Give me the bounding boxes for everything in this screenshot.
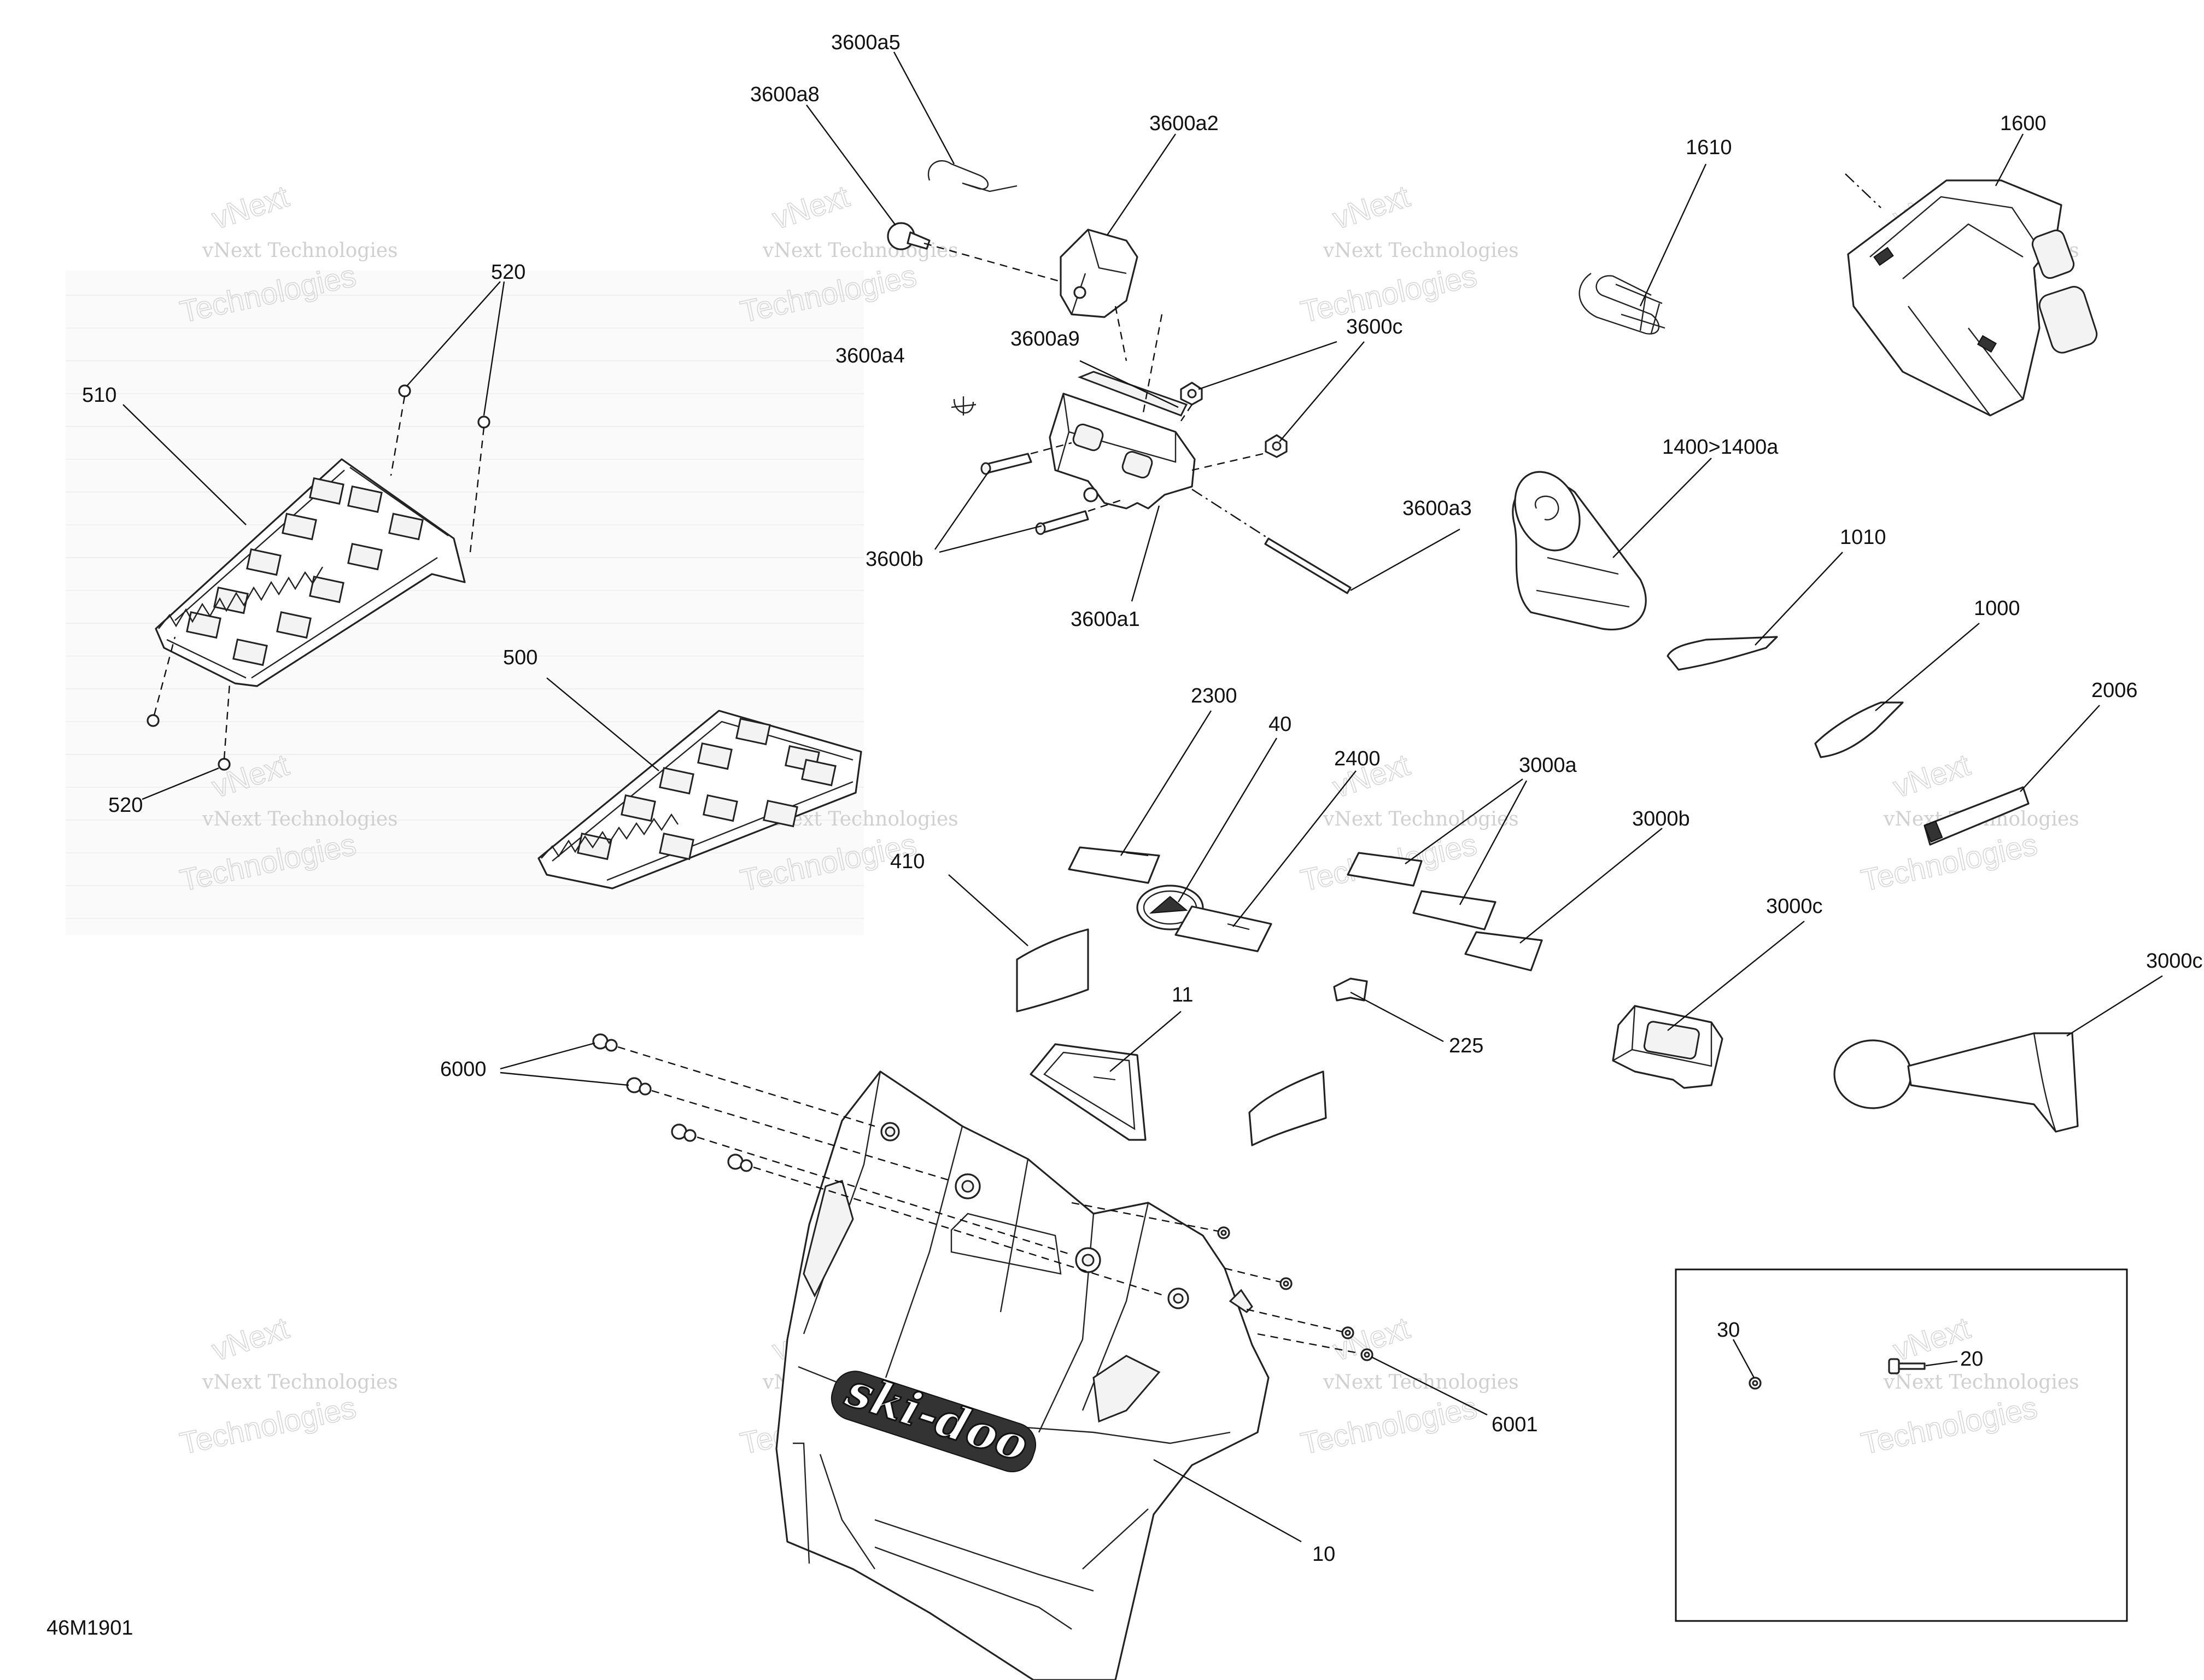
label-500: 500 [503, 646, 537, 669]
label-1400: 1400>1400a [1662, 436, 1779, 459]
label-3600b: 3600b [866, 548, 923, 571]
hood-10[interactable]: ski-doo [775, 1070, 1270, 1680]
decal-11[interactable] [1030, 1043, 1147, 1141]
label-3000a: 3000a [1519, 754, 1577, 777]
label-20: 20 [1960, 1348, 1983, 1371]
label-3600a3: 3600a3 [1402, 497, 1472, 520]
watermark-text: Technologies [1298, 1390, 1480, 1461]
label-1600: 1600 [2000, 112, 2047, 135]
label-6001: 6001 [1492, 1413, 1538, 1436]
label-3600a2: 3600a2 [1149, 112, 1219, 135]
label-3000b: 3000b [1632, 807, 1690, 830]
watermark-text: vNext Technologies [202, 808, 398, 830]
label-3600a1: 3600a1 [1071, 608, 1140, 631]
decal-2400[interactable] [1174, 905, 1272, 952]
diagram-code: 46M1901 [46, 1617, 133, 1640]
screw-20[interactable] [1888, 1358, 1926, 1374]
label-1610: 1610 [1686, 136, 1732, 159]
decal-1010[interactable] [1667, 636, 1778, 671]
label-30: 30 [1717, 1319, 1740, 1342]
label-520-top: 520 [491, 261, 525, 284]
label-3000c-1: 3000c [1766, 895, 1823, 918]
label-510: 510 [82, 384, 116, 407]
watermark-text: vNext [1889, 747, 1974, 804]
label-2400: 2400 [1334, 747, 1381, 770]
watermark-text: vNext Technologies [202, 1371, 398, 1394]
decal-3000b[interactable] [1464, 931, 1543, 971]
hinge-assembly-3600[interactable] [887, 160, 1352, 594]
decal-plain[interactable] [1248, 1070, 1327, 1146]
detail-inset [1675, 1268, 2128, 1622]
watermark-text: vNext Technologies [1323, 808, 1519, 830]
watermark-text: Technologies [1858, 1390, 2041, 1461]
holder-3000c[interactable] [1612, 1005, 1723, 1089]
label-40: 40 [1268, 713, 1291, 736]
watermark-text: vNext [208, 1310, 293, 1367]
watermark-text: vNext Technologies [202, 239, 398, 262]
label-2300: 2300 [1191, 684, 1237, 707]
label-3600a4: 3600a4 [835, 344, 905, 367]
clip-225[interactable] [1333, 977, 1368, 1002]
fastener-6001-set[interactable] [1071, 1202, 1373, 1361]
label-11: 11 [1172, 984, 1193, 1006]
tag-2006[interactable] [1924, 786, 2030, 846]
label-225: 225 [1449, 1034, 1483, 1057]
leader-lines [122, 51, 2163, 1543]
strap-1610[interactable] [1579, 273, 1665, 335]
bag-1600[interactable] [1845, 173, 2100, 417]
footrest-500[interactable] [537, 710, 862, 889]
watermark-text: vNext [208, 179, 293, 236]
fastener-520-set[interactable] [147, 384, 490, 771]
watermark-text: vNext [768, 179, 853, 236]
roll-1400[interactable] [1503, 461, 1647, 630]
label-10: 10 [1312, 1543, 1335, 1566]
label-3600c: 3600c [1346, 315, 1403, 338]
watermark-text: vNext [1329, 179, 1414, 236]
decal-2300[interactable] [1068, 846, 1160, 884]
decal-1000[interactable] [1814, 701, 1904, 758]
label-3600a8: 3600a8 [750, 83, 820, 106]
watermark-text: vNext Technologies [1323, 239, 1519, 262]
watermark-text: vNext Technologies [1883, 1371, 2079, 1394]
nut-30[interactable] [1749, 1377, 1762, 1390]
watermark-text: vNext Technologies [1323, 1371, 1519, 1394]
label-1000: 1000 [1974, 597, 2020, 620]
decal-3000a-1[interactable] [1347, 852, 1423, 887]
label-3600a5: 3600a5 [831, 31, 901, 54]
label-1010: 1010 [1840, 526, 1886, 549]
label-3600a9: 3600a9 [1010, 327, 1080, 350]
footrest-510[interactable] [155, 458, 466, 687]
mirror-3000c[interactable] [1833, 1032, 2079, 1133]
decal-410[interactable] [1016, 928, 1089, 1012]
part-labels: 3600a5 3600a8 3600a2 1610 1600 520 510 3… [46, 31, 2203, 1640]
label-3000c-2: 3000c [2146, 950, 2203, 973]
fastener-6000-set[interactable] [592, 1033, 1165, 1297]
label-2006: 2006 [2091, 679, 2138, 702]
label-410: 410 [890, 850, 925, 873]
label-6000: 6000 [440, 1058, 487, 1081]
watermark-text: Technologies [177, 1390, 359, 1461]
decal-3000a-2[interactable] [1412, 890, 1496, 930]
label-520-bottom: 520 [108, 794, 143, 817]
